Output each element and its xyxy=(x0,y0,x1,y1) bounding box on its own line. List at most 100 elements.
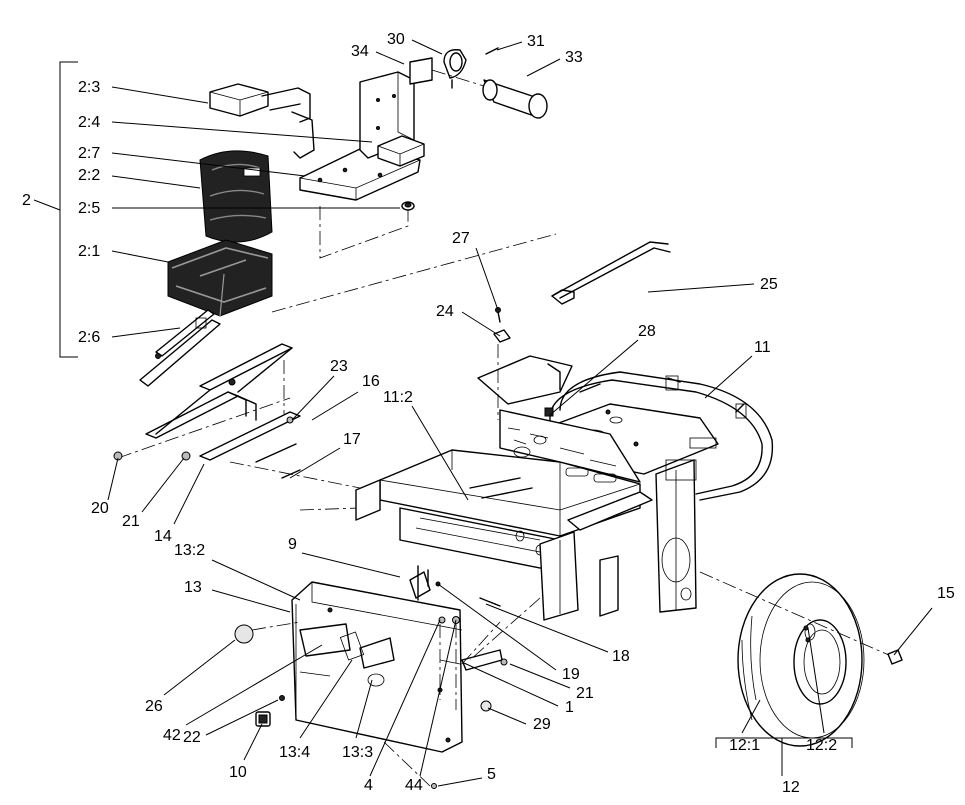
leader-line-c-21a xyxy=(141,457,185,513)
callout-c-2-3: 2:3 xyxy=(78,79,100,96)
part-5-screw xyxy=(431,783,437,789)
part-31-screw xyxy=(485,47,499,55)
callout-c-11-2: 11:2 xyxy=(383,389,413,406)
callout-c-12: 12 xyxy=(782,779,800,796)
callout-c-11: 11 xyxy=(754,339,771,356)
part-4-washer xyxy=(438,616,446,624)
leader-line-c-19 xyxy=(437,583,557,671)
callout-c-2: 2 xyxy=(22,192,31,209)
leader-line-c-20 xyxy=(107,457,119,501)
callout-c-34: 34 xyxy=(351,43,369,60)
leader-line-c-2-2 xyxy=(111,175,201,189)
part-2-5-knob xyxy=(401,201,415,211)
callout-c-18: 18 xyxy=(612,648,630,665)
leader-line-c-27 xyxy=(475,247,499,311)
part-2-2-seat-back xyxy=(199,150,273,243)
part-17-bolt xyxy=(281,469,301,479)
callout-c-5: 5 xyxy=(487,766,496,783)
callout-c-26: 26 xyxy=(145,698,163,715)
callout-c-1: 1 xyxy=(565,699,574,716)
leader-line-c-15 xyxy=(893,607,933,656)
part-2-1-seat-cushion xyxy=(167,239,273,317)
part-27-bolt xyxy=(497,311,501,323)
part-21-nut-b xyxy=(500,658,508,666)
leader-line-c-22 xyxy=(205,699,279,736)
leader-line-c-2-6 xyxy=(111,327,181,338)
callout-c-2-2: 2:2 xyxy=(78,167,100,184)
leader-line-c-18 xyxy=(485,603,609,653)
leader-line-c-10 xyxy=(243,723,263,761)
leader-line-c-34 xyxy=(375,51,405,65)
callout-c-31: 31 xyxy=(527,33,545,50)
callout-c-33: 33 xyxy=(565,49,583,66)
leader-line-c-12-1 xyxy=(741,699,761,734)
callout-c-2-6: 2:6 xyxy=(78,329,100,346)
callout-c-28: 28 xyxy=(638,323,656,340)
leader-line-c-4 xyxy=(369,619,441,777)
leader-line-c-5 xyxy=(437,777,483,787)
accessory-group xyxy=(409,47,548,119)
part-25-handle xyxy=(551,241,671,305)
leader-line-c-42 xyxy=(185,644,323,726)
leader-line-c-2-3 xyxy=(111,86,209,104)
callout-c-23: 23 xyxy=(330,358,348,375)
callout-c-20: 20 xyxy=(91,500,109,517)
callout-c-14: 14 xyxy=(154,528,172,545)
part-28-nut xyxy=(544,407,554,417)
callout-c-2-4: 2:4 xyxy=(78,114,100,131)
part-9-latch xyxy=(409,565,431,601)
part-2-3-armrest xyxy=(209,83,269,117)
part-12-wheel xyxy=(737,573,865,747)
leader-line-c-25 xyxy=(647,283,755,293)
leader-line-c-13-3 xyxy=(355,679,373,739)
leader-line-c-12-2 xyxy=(807,627,825,734)
callout-c-21a: 21 xyxy=(122,513,140,530)
leader-line-c-11 xyxy=(704,355,753,399)
leader-line-c-2-1 xyxy=(111,250,169,263)
part-1-bracket xyxy=(461,649,503,671)
part-26-knob xyxy=(234,624,254,644)
leader-line-c-16 xyxy=(311,391,359,421)
part-13-plate xyxy=(291,581,463,753)
callout-c-15: 15 xyxy=(937,585,955,602)
part-33-cylinder xyxy=(482,79,548,119)
leader-line-c-24 xyxy=(461,311,501,337)
leader-line-c-13-4 xyxy=(299,659,353,739)
part-24-clip xyxy=(493,329,511,343)
callout-c-12-2: 12:2 xyxy=(806,737,837,754)
leader-line-c-31 xyxy=(496,41,523,51)
leader-line-c-26 xyxy=(163,639,236,696)
callout-c-22: 22 xyxy=(183,729,201,746)
callout-c-2-5: 2:5 xyxy=(78,200,100,217)
part-2-6-slide-rail xyxy=(139,309,221,387)
main-frame-group xyxy=(355,355,774,621)
leader-line-c-2 xyxy=(33,199,61,211)
callout-c-2-1: 2:1 xyxy=(78,243,100,260)
callout-c-42: 42 xyxy=(163,727,181,744)
callout-c-4: 4 xyxy=(364,777,373,794)
callout-c-9: 9 xyxy=(288,536,297,553)
callout-c-24: 24 xyxy=(436,303,454,320)
part-18-bolt xyxy=(479,597,501,607)
callout-c-25: 25 xyxy=(760,276,778,293)
callout-c-13-2: 13:2 xyxy=(174,542,205,559)
part-29-cap xyxy=(480,700,492,712)
callout-c-19: 19 xyxy=(562,666,580,683)
seat-assembly-group xyxy=(59,61,425,461)
leader-line-c-30 xyxy=(411,39,443,55)
leader-line-c-23 xyxy=(291,375,335,421)
leader-line-c-2-7 xyxy=(111,152,306,177)
leader-line-c-17 xyxy=(289,447,341,479)
leader-line-c-9 xyxy=(301,552,401,578)
callout-c-21b: 21 xyxy=(576,685,594,702)
callout-c-30: 30 xyxy=(387,31,405,48)
leader-line-c-13-2 xyxy=(211,559,301,601)
callout-c-10: 10 xyxy=(229,764,247,781)
leader-line-c-1 xyxy=(463,662,559,707)
callout-c-16: 16 xyxy=(362,373,380,390)
leader-line-c-14 xyxy=(173,463,205,525)
callout-c-44: 44 xyxy=(405,777,423,794)
callout-c-13-4: 13:4 xyxy=(279,744,310,761)
part-15-lug-nut xyxy=(887,649,903,665)
